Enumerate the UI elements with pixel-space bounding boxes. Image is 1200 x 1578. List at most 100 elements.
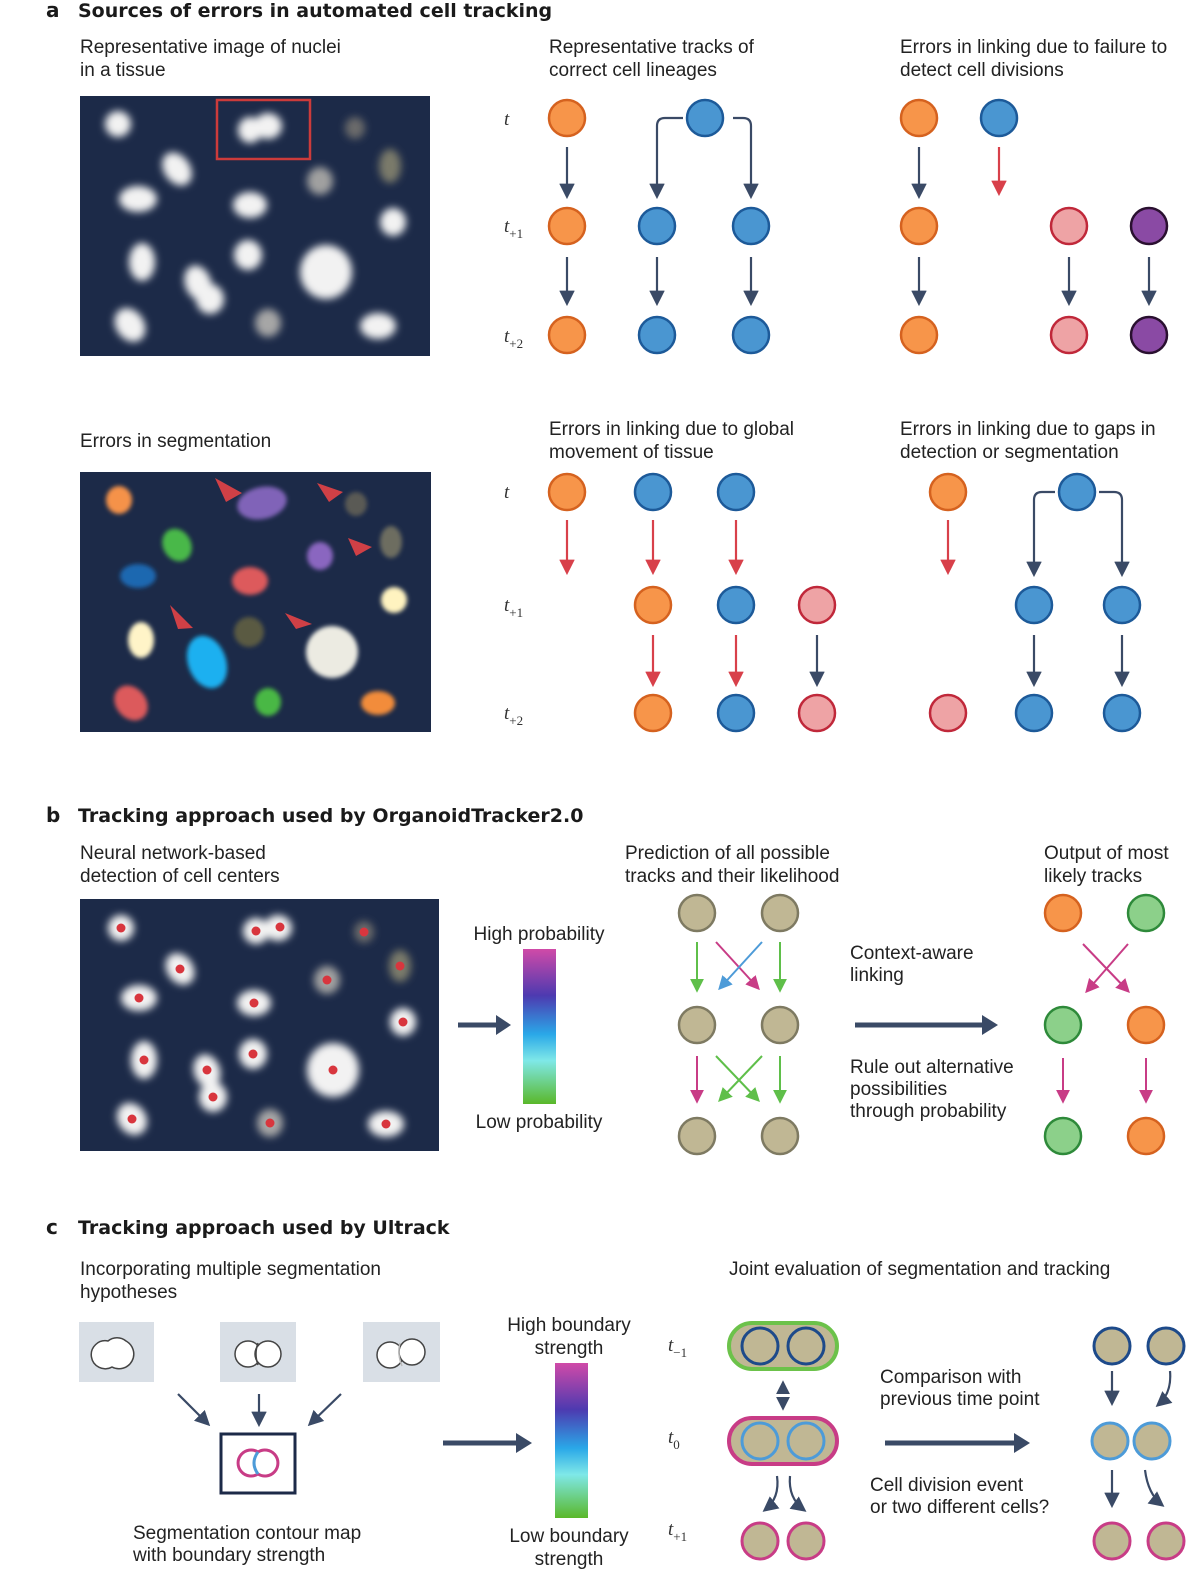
cell-candidate <box>677 1116 717 1156</box>
cell-blue <box>716 585 756 625</box>
output-diagram <box>1043 893 1166 1156</box>
cell-pink <box>1049 206 1089 246</box>
seg-errors-caption: Errors in segmentation <box>80 431 271 452</box>
detection-caption-1: Neural network-based <box>80 843 266 864</box>
segmentation-image <box>80 472 431 732</box>
joint-evaluation-diagram <box>727 1321 839 1561</box>
prediction-caption-1: Prediction of all possible <box>625 843 830 864</box>
cell-candidate <box>786 1326 826 1366</box>
correct-tracks-diagram <box>547 98 771 355</box>
time-label-t2: t+2 <box>504 326 523 351</box>
prediction-diagram <box>677 893 800 1156</box>
panel-b: b Tracking approach used by OrganoidTrac… <box>46 803 1169 1156</box>
flow-arrowhead <box>982 1015 998 1035</box>
cell-green <box>1043 1116 1083 1156</box>
cell-orange <box>928 472 968 512</box>
cell-candidate <box>760 1116 800 1156</box>
cell-candidate <box>1146 1521 1186 1561</box>
boundary-low-label-1: Low boundary <box>509 1526 629 1547</box>
cell-orange <box>633 585 673 625</box>
cell-pink <box>797 693 837 733</box>
time-label-tp1: t+1 <box>668 1519 687 1544</box>
cell-candidate <box>1092 1326 1132 1366</box>
cell-candidate <box>760 1005 800 1045</box>
division-errors-caption-2: detect cell divisions <box>900 60 1064 81</box>
global-movement-caption-1: Errors in linking due to global <box>549 419 794 440</box>
cell-orange <box>1126 1005 1166 1045</box>
time-label-t0: t0 <box>668 1427 680 1452</box>
comparison-label-2: previous time point <box>880 1389 1040 1410</box>
cell-candidate <box>786 1521 826 1561</box>
cell-green <box>1126 893 1166 933</box>
cell-orange <box>633 693 673 733</box>
panel-b-letter: b <box>46 803 60 827</box>
cell-orange <box>547 206 587 246</box>
cell-pink <box>797 585 837 625</box>
cell-candidate <box>1092 1521 1132 1561</box>
cell-candidate <box>677 893 717 933</box>
cell-candidate <box>740 1326 780 1366</box>
cell-purple <box>1129 315 1169 355</box>
global-movement-caption-2: movement of tissue <box>549 442 714 463</box>
cell-green <box>1043 1005 1083 1045</box>
question-label-2: or two different cells? <box>870 1497 1049 1518</box>
cell-pink <box>1049 315 1089 355</box>
cell-candidate <box>786 1421 826 1461</box>
merge-arrow <box>177 1393 211 1427</box>
contour-caption-2: with boundary strength <box>132 1545 325 1566</box>
cell-orange <box>547 98 587 138</box>
comparison-label-1: Comparison with <box>880 1367 1022 1388</box>
panel-a-letter: a <box>46 0 60 22</box>
hypothesis-thumbnails <box>79 1322 440 1382</box>
panel-b-title: Tracking approach used by OrganoidTracke… <box>78 805 583 827</box>
time-label-t: t <box>504 109 510 130</box>
highlight-box <box>215 98 312 161</box>
joint-caption: Joint evaluation of segmentation and tra… <box>729 1259 1110 1280</box>
division-errors-diagram <box>899 98 1169 355</box>
probability-colorbar <box>523 949 556 1104</box>
cell-blue <box>716 472 756 512</box>
cell-blue <box>1014 585 1054 625</box>
cell-blue <box>1102 585 1142 625</box>
time-label-t1: t+1 <box>504 216 523 241</box>
flow-arrowhead <box>496 1015 511 1035</box>
time-label-t: t <box>504 482 510 503</box>
error-arrowhead <box>285 613 312 629</box>
hypotheses-caption-1: Incorporating multiple segmentation <box>80 1259 381 1280</box>
cell-orange <box>1043 893 1083 933</box>
time-label-tm1: t−1 <box>668 1335 687 1360</box>
global-movement-diagram <box>547 472 837 733</box>
error-arrowhead <box>348 538 372 556</box>
cell-blue <box>1057 472 1097 512</box>
error-arrowhead <box>215 478 242 502</box>
cell-candidate <box>1132 1421 1172 1461</box>
cell-blue <box>633 472 673 512</box>
flow-arrowhead <box>516 1433 532 1453</box>
error-arrowhead <box>170 605 193 629</box>
cell-blue <box>637 206 677 246</box>
boundary-low-label-2: strength <box>535 1549 604 1570</box>
correct-tracks-caption-1: Representative tracks of <box>549 37 755 58</box>
output-caption-2: likely tracks <box>1044 866 1142 887</box>
boundary-colorbar <box>555 1363 588 1518</box>
rule-out-label-3: through probability <box>850 1101 1007 1122</box>
cell-candidate <box>740 1521 780 1561</box>
hypotheses-caption-2: hypotheses <box>80 1282 177 1303</box>
contour-caption-1: Segmentation contour map <box>133 1523 361 1544</box>
cell-candidate <box>677 1005 717 1045</box>
cell-candidate <box>1146 1326 1186 1366</box>
cell-candidate <box>760 893 800 933</box>
rep-image-caption-1: Representative image of nuclei <box>80 37 341 58</box>
gaps-caption-1: Errors in linking due to gaps in <box>900 419 1156 440</box>
gaps-caption-2: detection or segmentation <box>900 442 1119 463</box>
detection-image <box>80 899 439 1151</box>
error-arrowhead <box>317 483 343 502</box>
cell-blue <box>731 315 771 355</box>
panel-c-letter: c <box>46 1215 58 1239</box>
prob-low-label: Low probability <box>476 1112 603 1133</box>
cell-orange <box>899 315 939 355</box>
flow-arrowhead <box>1014 1433 1030 1453</box>
rule-out-label-2: possibilities <box>850 1079 947 1100</box>
contour-map <box>219 1432 297 1495</box>
